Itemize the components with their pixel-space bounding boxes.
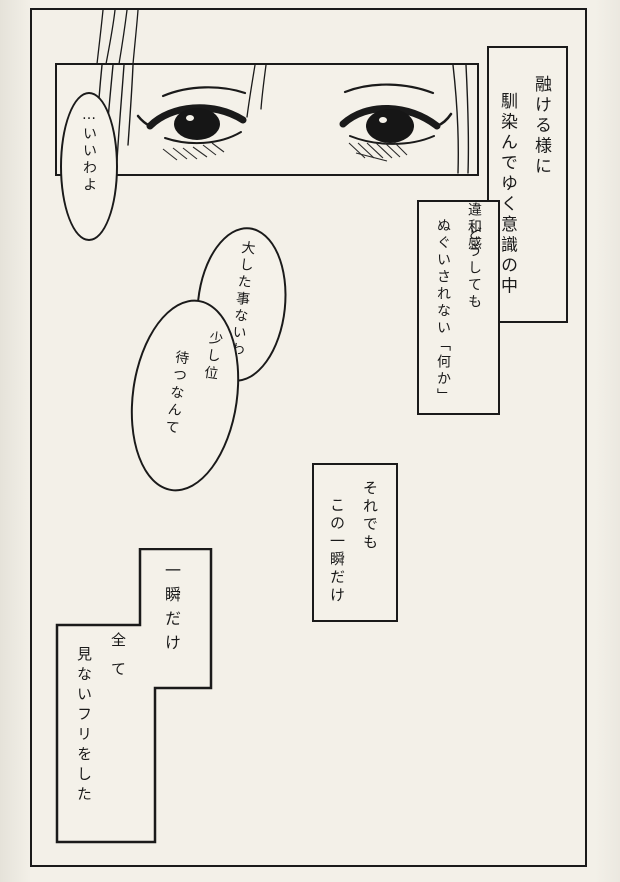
narration-something-line2: ぬぐいされない「何か」 (435, 218, 451, 405)
stepped-panel-outline (55, 548, 213, 844)
hair-strands (94, 65, 470, 174)
narration-something-line1: どうしても (466, 226, 482, 311)
left-eye (136, 104, 247, 145)
narration-box-melt: 融ける様に 馴染んでゆく意識の中 (487, 46, 568, 323)
speech-iiwayo-text: …いいわよ (81, 106, 97, 194)
shading-hatch (162, 141, 408, 162)
narration-pretend-line2: 全て (109, 632, 127, 690)
narration-pretend-line1: 一瞬だけ (162, 562, 181, 658)
narration-moment-line2: この一瞬だけ (328, 497, 346, 605)
narration-box-something: どうしても ぬぐいされない「何か」 違和感 (417, 200, 500, 415)
panel-eyes-closeup (55, 63, 479, 176)
hair-above-panel (96, 10, 139, 64)
narration-melt-line2: 馴染んでゆく意識の中 (497, 92, 517, 297)
narration-moment-line1: それでも (361, 480, 379, 552)
ruby-note-iwakan: 違和感 (466, 202, 482, 253)
eye-highlights (186, 115, 387, 123)
narration-box-pretend: 一瞬だけ 全て 見ないフリをした (55, 548, 213, 844)
speech-bubble-iiwayo: …いいわよ (60, 92, 118, 241)
eyebrows (161, 83, 435, 98)
right-eye (339, 105, 453, 145)
eyes-artwork (94, 65, 470, 174)
narration-pretend-line3: 見ないフリをした (75, 646, 93, 806)
narration-melt-line1: 融ける様に (531, 75, 551, 178)
irises (174, 108, 414, 143)
narration-box-moment: それでも この一瞬だけ (312, 463, 398, 622)
page-border-frame (30, 8, 587, 867)
